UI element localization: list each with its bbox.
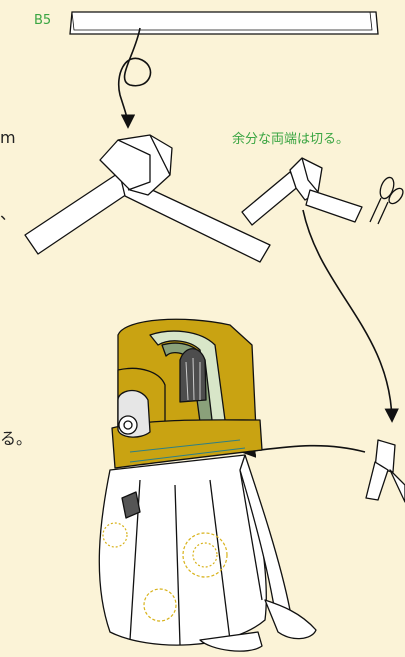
paper-size-label: B5: [34, 13, 52, 28]
kimono-character: [98, 318, 317, 652]
scissors-icon: [369, 176, 404, 225]
flow-arrow-down: [302, 209, 399, 423]
folded-obi-piece: [365, 439, 405, 503]
knotted-strip: [24, 134, 271, 263]
left-text-fragment-top: m: [0, 128, 16, 147]
floral-pattern: [102, 522, 228, 622]
left-text-fragment-bottom: る。: [0, 429, 33, 448]
knot-loop-arrow: [118, 27, 152, 129]
trim-note-label: 余分な両端は切る。: [232, 132, 350, 147]
left-text-fragment-mid: 、: [0, 204, 17, 223]
paper-strip: [69, 11, 379, 35]
trimmed-strip: [241, 157, 363, 226]
